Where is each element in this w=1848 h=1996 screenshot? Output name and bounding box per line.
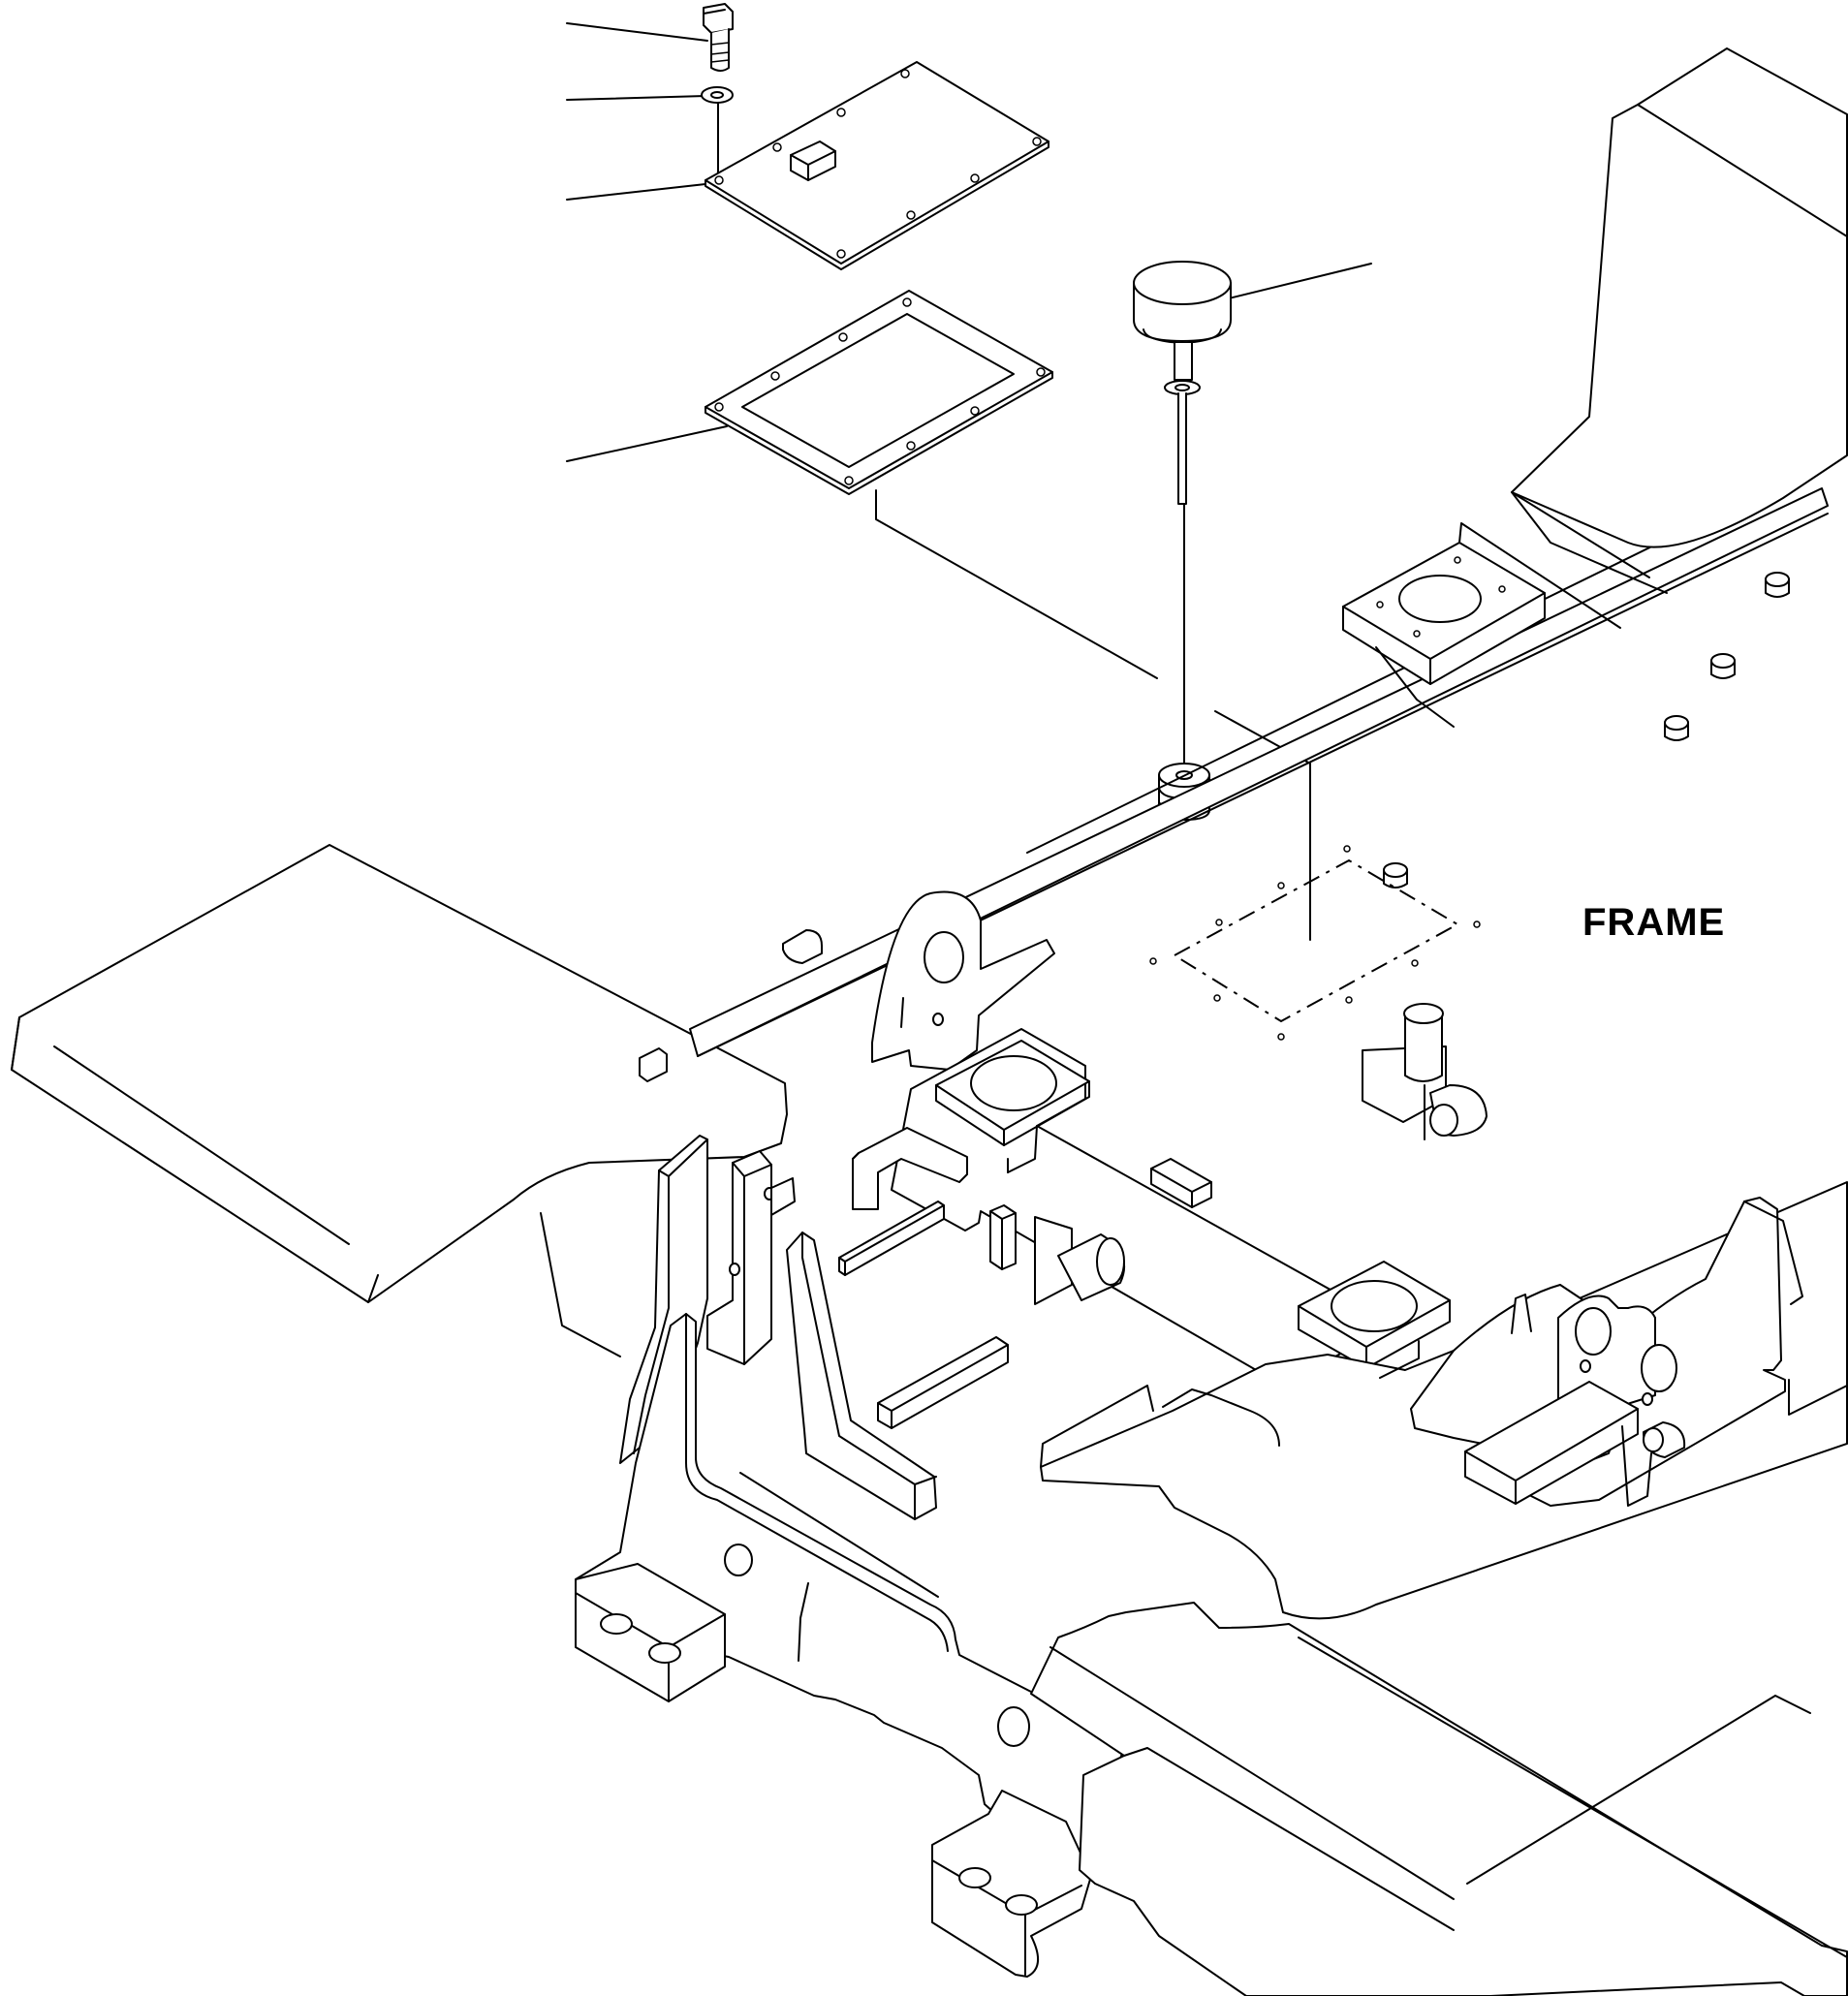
breather-cap — [1133, 261, 1232, 505]
frame-label: FRAME — [1582, 901, 1726, 944]
bolt — [703, 3, 734, 72]
gasket — [705, 290, 1053, 495]
cover-mount-outline — [1149, 845, 1481, 1041]
leader-lines — [566, 22, 1372, 462]
cover-plate — [705, 61, 1049, 270]
main-frame — [11, 47, 1848, 1996]
bosses — [1383, 572, 1790, 889]
washer — [701, 86, 734, 175]
